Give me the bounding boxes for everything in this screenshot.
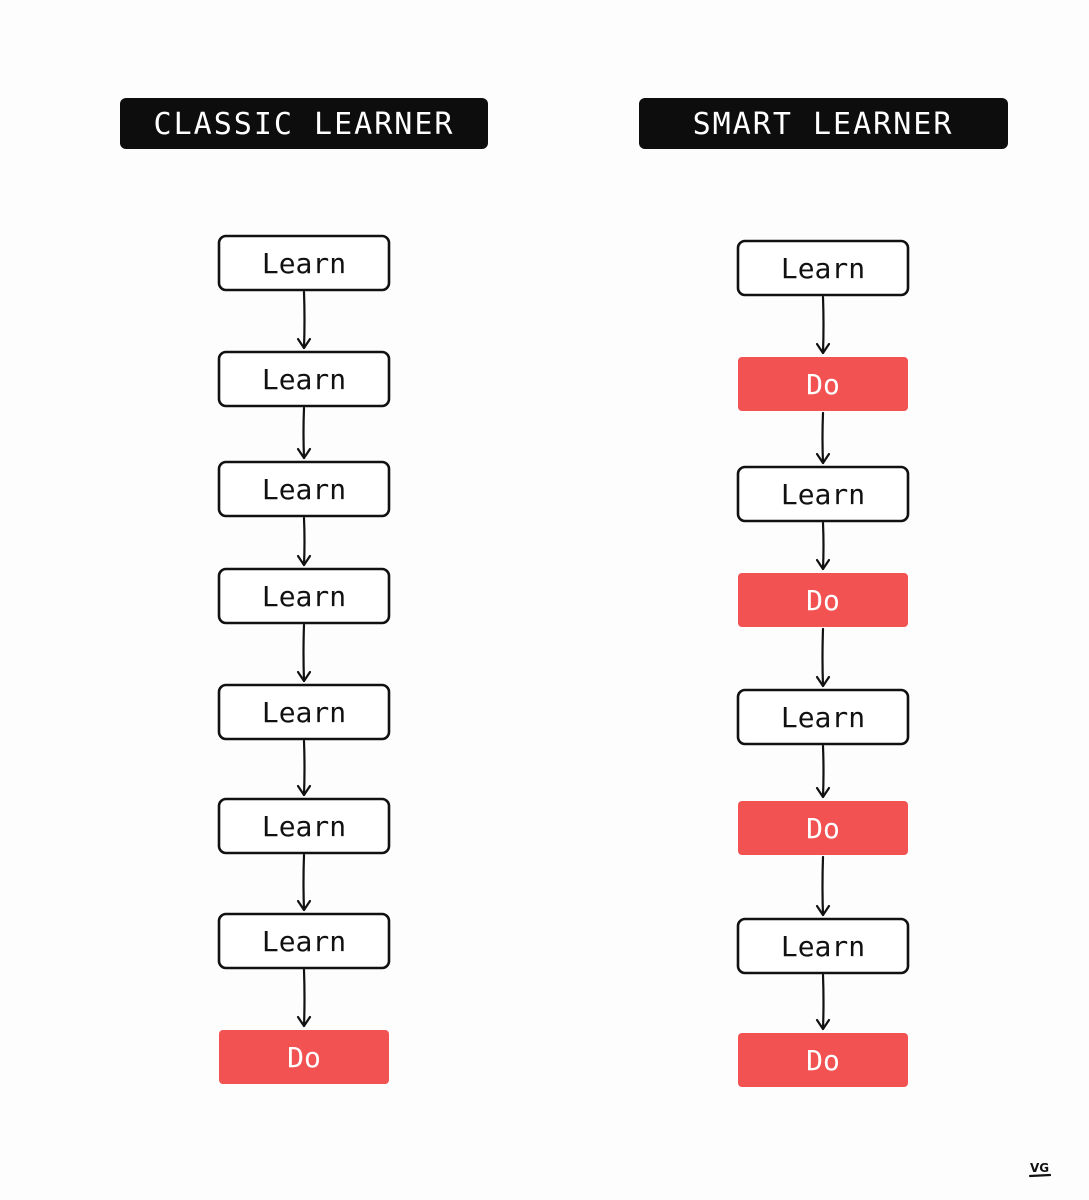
classic-arrow-6	[302, 853, 306, 912]
smart-do-box-8	[738, 1033, 908, 1087]
classic-learn-label-4: Learn	[262, 580, 346, 613]
smart-learn-box-7	[736, 917, 910, 975]
classic-do-label-8: Do	[287, 1041, 321, 1074]
classic-learn-box-6	[217, 797, 391, 855]
smart-do-box-6	[738, 801, 908, 855]
classic-learn-label-7: Learn	[262, 925, 346, 958]
classic-arrowhead-3	[296, 554, 312, 567]
smart-do-box-4	[738, 573, 908, 627]
classic-arrowhead-4	[296, 670, 312, 683]
smart-arrow-3	[821, 521, 825, 571]
classic-arrow-2	[302, 406, 306, 460]
smart-do-box-2	[738, 357, 908, 411]
smart-learn-box-1	[736, 239, 910, 297]
signature: VG	[1030, 1161, 1049, 1175]
classic-arrow-3	[302, 516, 306, 567]
smart-arrowhead-6	[815, 904, 831, 917]
classic-learn-label-3: Learn	[262, 473, 346, 506]
classic-arrowhead-6	[296, 899, 312, 912]
smart-learn-box-5	[736, 688, 910, 746]
smart-arrow-4	[821, 627, 825, 688]
classic-arrow-7	[302, 968, 306, 1028]
classic-learn-label-1: Learn	[262, 247, 346, 280]
classic-learn-box-2	[217, 350, 391, 408]
smart-arrowhead-5	[815, 786, 831, 799]
smart-learn-label-5: Learn	[781, 701, 865, 734]
smart-arrowhead-3	[815, 558, 831, 571]
classic-arrowhead-2	[296, 447, 312, 460]
smart-learn-label-1: Learn	[781, 252, 865, 285]
smart-arrowhead-1	[815, 342, 831, 355]
classic-arrowhead-1	[296, 337, 312, 350]
classic-arrow-4	[302, 623, 306, 683]
classic-arrow-1	[302, 290, 306, 350]
smart-arrow-1	[821, 295, 825, 355]
smart-arrow-5	[821, 744, 825, 799]
smart-arrow-6	[821, 855, 825, 917]
classic-arrow-5	[302, 739, 306, 797]
smart-arrowhead-4	[815, 675, 831, 688]
signature-underline	[1028, 1173, 1052, 1178]
smart-arrowhead-2	[815, 452, 831, 465]
classic-learn-box-5	[217, 683, 391, 741]
classic-arrowhead-5	[296, 784, 312, 797]
smart-learn-label-3: Learn	[781, 478, 865, 511]
classic-learner-title-box	[120, 98, 488, 149]
smart-do-label-6: Do	[806, 812, 840, 845]
classic-learn-label-6: Learn	[262, 810, 346, 843]
classic-do-box-8	[219, 1030, 389, 1084]
classic-learn-box-7	[217, 912, 391, 970]
smart-learner-column: SMART LEARNER LearnDoLearnDoLearnDoLearn…	[639, 98, 1008, 1087]
classic-learn-label-2: Learn	[262, 363, 346, 396]
smart-do-label-8: Do	[806, 1044, 840, 1077]
smart-learner-title: SMART LEARNER	[693, 107, 954, 142]
smart-learn-box-3	[736, 465, 910, 523]
classic-learn-box-3	[217, 460, 391, 518]
classic-arrowhead-7	[296, 1015, 312, 1028]
classic-learn-box-1	[217, 234, 391, 292]
smart-do-label-2: Do	[806, 368, 840, 401]
smart-arrowhead-7	[815, 1018, 831, 1031]
classic-learner-title: CLASSIC LEARNER	[154, 107, 455, 142]
smart-do-label-4: Do	[806, 584, 840, 617]
smart-learn-label-7: Learn	[781, 930, 865, 963]
smart-arrow-7	[821, 973, 825, 1031]
classic-learner-column: CLASSIC LEARNER LearnLearnLearnLearnLear…	[120, 98, 488, 1084]
classic-learn-label-5: Learn	[262, 696, 346, 729]
classic-learn-box-4	[217, 567, 391, 625]
smart-arrow-2	[821, 411, 825, 465]
smart-learner-title-box	[639, 98, 1008, 149]
